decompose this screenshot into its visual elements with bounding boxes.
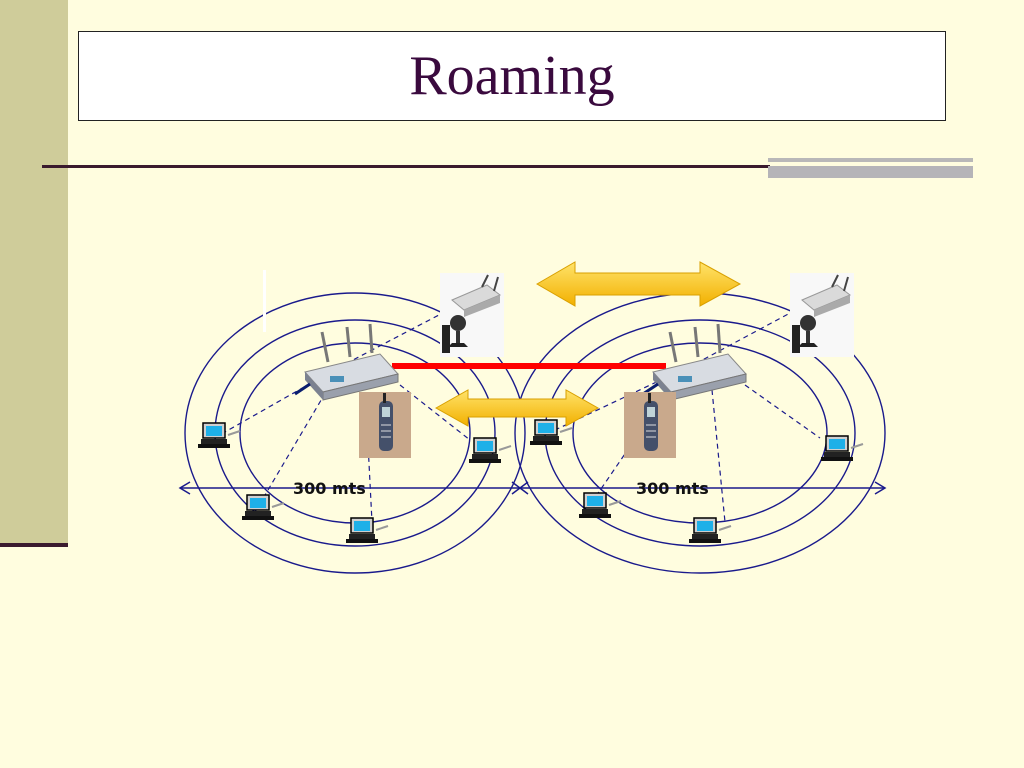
computer-icon: [578, 492, 622, 519]
sidebar-underline: [0, 543, 68, 547]
title-box: Roaming: [78, 31, 946, 121]
page-title: Roaming: [409, 45, 615, 107]
computer-icon: [241, 494, 285, 521]
mobile-phone-icon: [358, 391, 412, 459]
distance-label-right: 300 mts: [636, 479, 709, 498]
computer-icon: [468, 437, 512, 464]
wireless-router-icon: [293, 322, 400, 402]
network-camera-icon: [789, 272, 855, 358]
mobile-phone-icon: [623, 391, 677, 459]
network-camera-icon: [439, 272, 505, 358]
header-rule: [42, 165, 770, 168]
wireless-router-icon: [641, 322, 748, 402]
sidebar-band: [0, 0, 68, 547]
distance-axis: [178, 481, 887, 495]
roaming-arrow-middle: [434, 389, 600, 427]
divider: [263, 270, 266, 332]
computer-icon: [345, 517, 389, 544]
header-rule-accent: [768, 158, 973, 179]
computer-icon: [820, 435, 864, 462]
distance-label-left: 300 mts: [293, 479, 366, 498]
roaming-arrow-top: [536, 261, 742, 307]
